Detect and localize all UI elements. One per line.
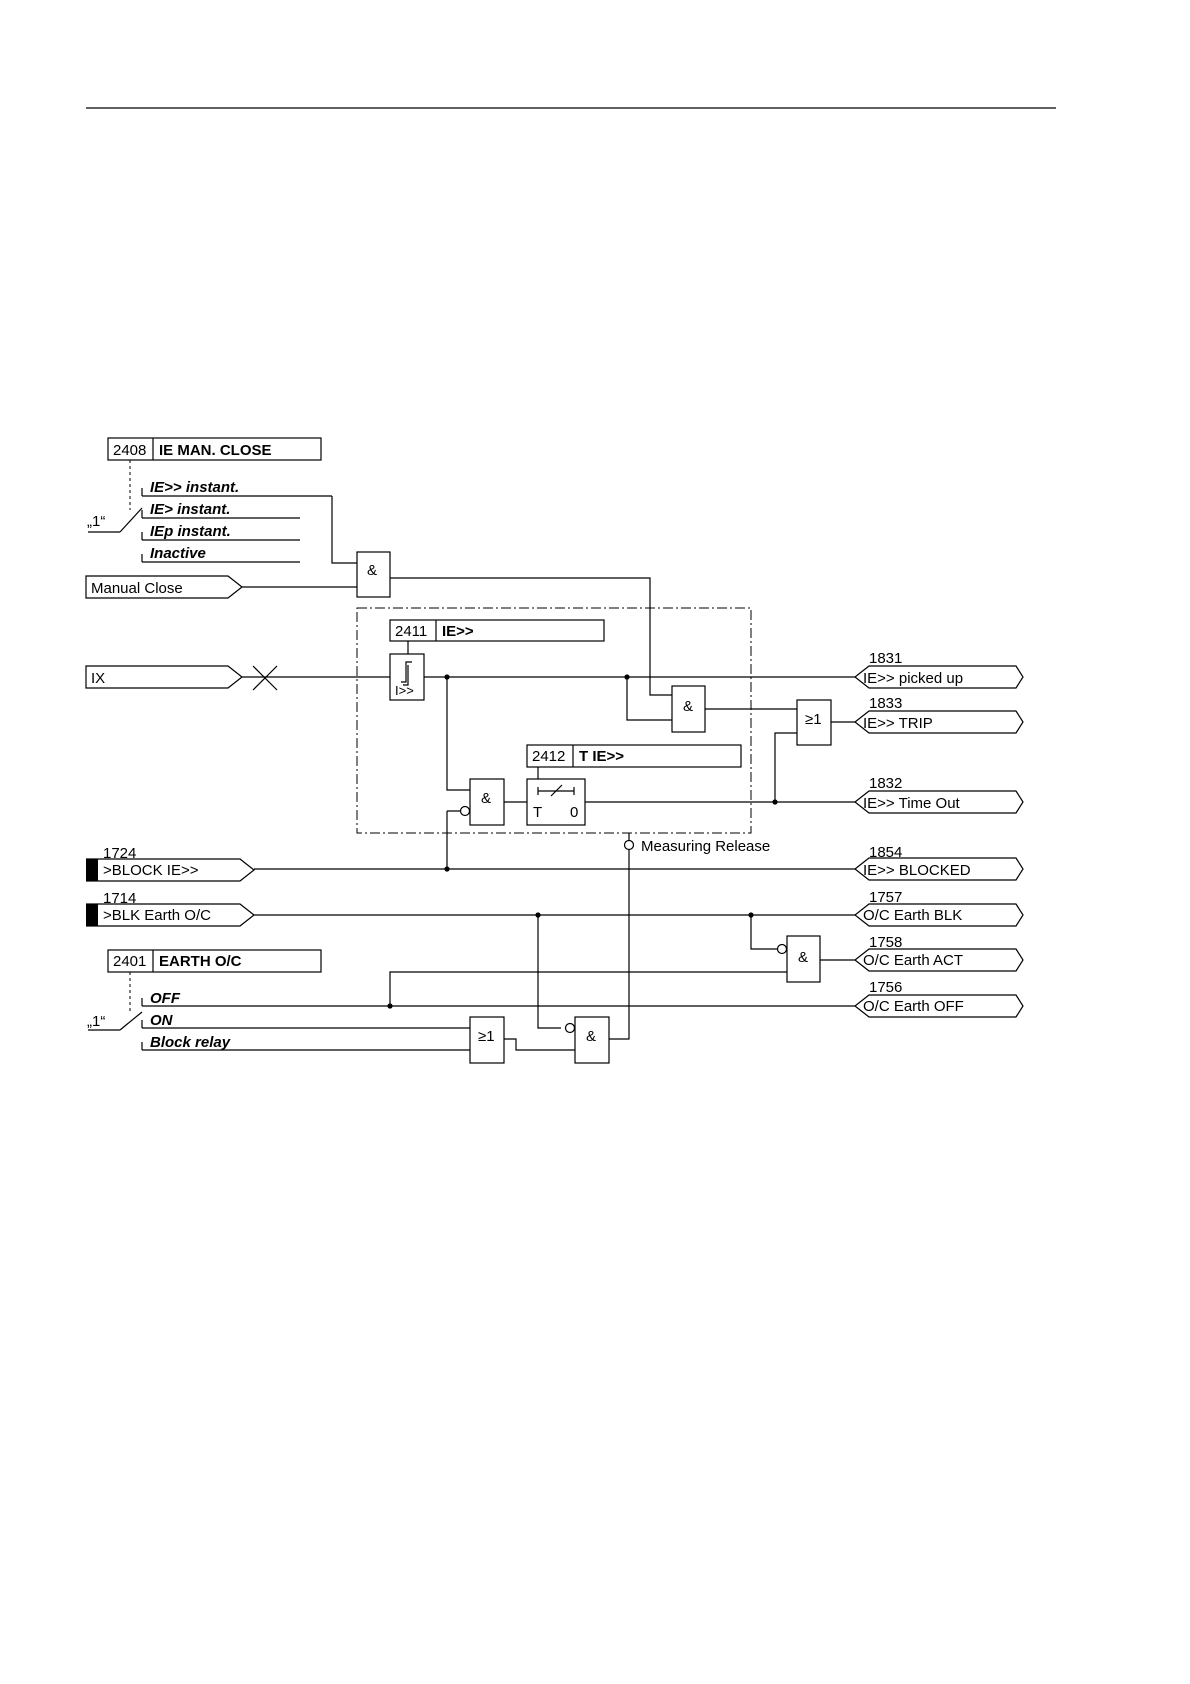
input-manual-close: Manual Close — [85, 575, 357, 599]
output-1832-number: 1832 — [869, 775, 902, 792]
threshold-block: I>> — [389, 653, 425, 701]
and-gate-man-close-symbol: & — [367, 562, 377, 579]
and-gate-timer-symbol: & — [481, 790, 491, 807]
measuring-frame — [356, 607, 752, 834]
input-ix-label: IX — [91, 670, 105, 687]
setting-2411: 2411 IE>> — [389, 619, 605, 654]
earth-oc-default-marker: „1“ — [87, 1013, 105, 1030]
input-blk-earth-number: 1714 — [103, 890, 136, 907]
output-1831: 1831 IE>> picked up — [854, 650, 1024, 689]
setting-2411-name: IE>> — [442, 623, 474, 640]
input-ix: IX — [85, 665, 390, 691]
earth-oc-option-2: Block relay — [150, 1034, 231, 1051]
setting-2408-name: IE MAN. CLOSE — [159, 442, 272, 459]
setting-2411-address: 2411 — [395, 623, 427, 640]
earth-oc-option-1: ON — [150, 1012, 174, 1029]
timer-block: T 0 — [526, 778, 586, 826]
man-close-option-0: IE>> instant. — [150, 479, 239, 496]
output-1833-number: 1833 — [869, 695, 902, 712]
earth-oc-option-0: OFF — [150, 990, 181, 1007]
input-manual-close-label: Manual Close — [91, 580, 183, 597]
setting-2412-address: 2412 — [532, 748, 565, 765]
output-1756-number: 1756 — [869, 979, 902, 996]
and-gate-earth-act: & — [776, 935, 821, 983]
or-gate-trip-symbol: ≥1 — [805, 711, 822, 728]
output-1832-label: IE>> Time Out — [863, 795, 961, 812]
output-1758-number: 1758 — [869, 934, 902, 951]
input-block-ie-number: 1724 — [103, 845, 136, 862]
output-1758-label: O/C Earth ACT — [863, 952, 963, 969]
setting-2401-name: EARTH O/C — [159, 953, 242, 970]
output-1757: 1757 O/C Earth BLK — [854, 889, 1024, 927]
and-gate-earth-act-symbol: & — [798, 949, 808, 966]
threshold-label: I>> — [395, 683, 414, 698]
input-blk-earth-label: >BLK Earth O/C — [103, 907, 211, 924]
input-block-ie: 1724 >BLOCK IE>> — [86, 845, 255, 882]
and-gate-timer: & — [459, 778, 505, 826]
output-1833: 1833 IE>> TRIP — [854, 695, 1024, 734]
measuring-release: Measuring Release — [623, 833, 770, 855]
output-1832: 1832 IE>> Time Out — [854, 775, 1024, 814]
output-1758: 1758 O/C Earth ACT — [854, 934, 1024, 972]
timer-0-label: 0 — [570, 804, 578, 821]
output-1756-label: O/C Earth OFF — [863, 998, 964, 1015]
setting-2408-address: 2408 — [113, 442, 146, 459]
output-1756: 1756 O/C Earth OFF — [854, 979, 1024, 1018]
setting-2401: 2401 EARTH O/C OFF ON Block relay „1“ — [87, 949, 855, 1051]
output-1831-number: 1831 — [869, 650, 902, 667]
and-gate-man-close: & — [356, 551, 391, 598]
output-1757-label: O/C Earth BLK — [863, 907, 962, 924]
and-gate-trip: & — [671, 685, 706, 733]
setting-2412: 2412 T IE>> — [526, 744, 742, 779]
output-1831-label: IE>> picked up — [863, 670, 963, 687]
output-1854: 1854 IE>> BLOCKED — [854, 844, 1024, 881]
man-close-option-2: IEp instant. — [150, 523, 231, 540]
output-1854-label: IE>> BLOCKED — [863, 862, 971, 879]
output-1833-label: IE>> TRIP — [863, 715, 933, 732]
or-gate-block: ≥1 — [469, 1016, 505, 1064]
output-1757-number: 1757 — [869, 889, 902, 906]
man-close-option-1: IE> instant. — [150, 501, 230, 518]
man-close-option-3: Inactive — [150, 545, 206, 562]
man-close-default-marker: „1“ — [87, 513, 105, 530]
or-gate-block-symbol: ≥1 — [478, 1028, 495, 1045]
timer-t-label: T — [533, 804, 542, 821]
or-gate-trip: ≥1 — [796, 699, 832, 746]
input-block-ie-label: >BLOCK IE>> — [103, 862, 199, 879]
setting-2412-name: T IE>> — [579, 748, 624, 765]
output-1854-number: 1854 — [869, 844, 902, 861]
and-gate-trip-symbol: & — [683, 698, 693, 715]
and-gate-release-symbol: & — [586, 1028, 596, 1045]
setting-2401-address: 2401 — [113, 953, 146, 970]
measuring-release-label: Measuring Release — [641, 838, 770, 855]
and-gate-release: & — [564, 1016, 610, 1064]
setting-2408: 2408 IE MAN. CLOSE IE>> instant. IE> ins… — [87, 437, 332, 563]
input-blk-earth: 1714 >BLK Earth O/C — [86, 890, 255, 927]
